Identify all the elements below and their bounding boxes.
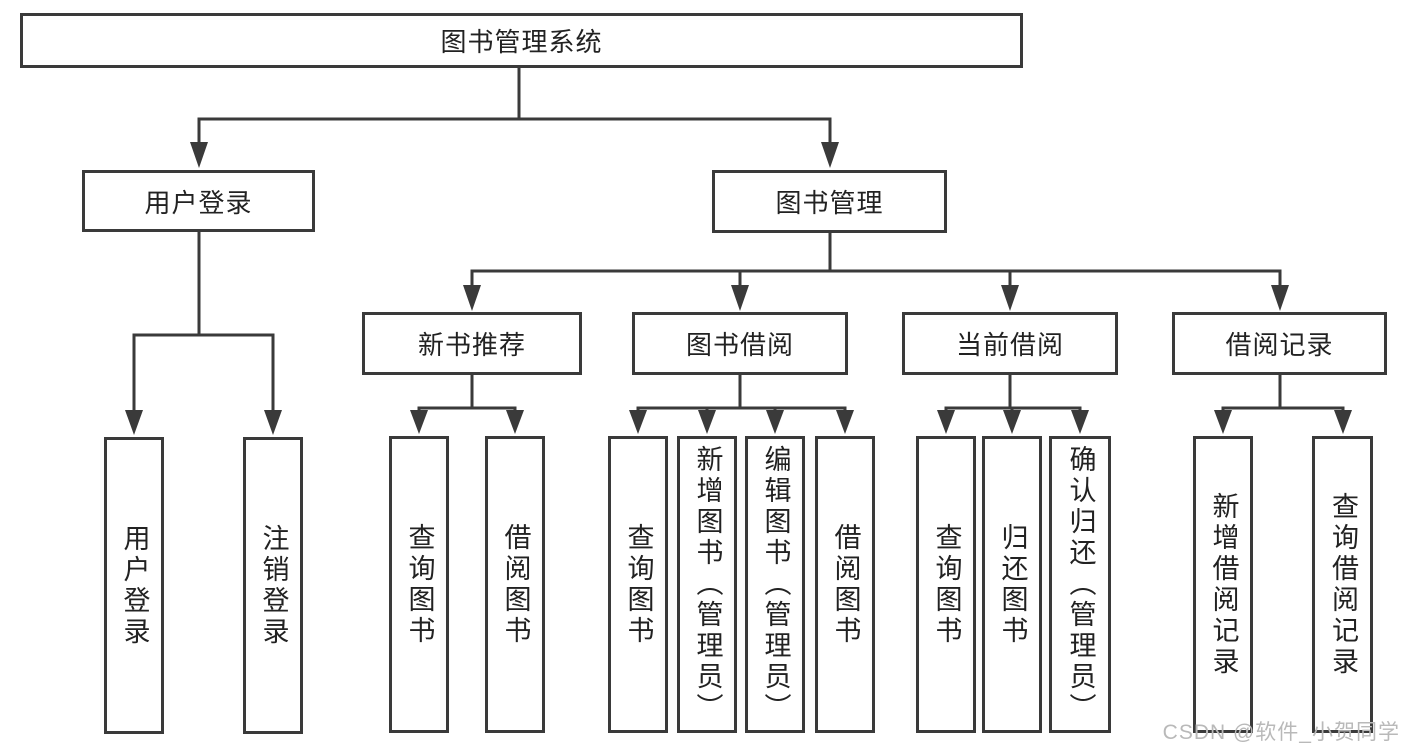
- leaf-add-books-admin-label: 新增图书（管理员）: [692, 445, 723, 724]
- leaf-query-books-current: 查询图书: [916, 436, 976, 733]
- node-root-system: 图书管理系统: [20, 13, 1023, 68]
- leaf-query-books-borrow: 查询图书: [608, 436, 668, 733]
- leaf-query-books-recommend: 查询图书: [389, 436, 449, 733]
- leaf-return-books-label: 归还图书: [997, 522, 1028, 647]
- leaf-borrow-books-label: 借阅图书: [830, 522, 861, 647]
- leaf-logout-label: 注销登录: [258, 523, 289, 648]
- leaf-add-books-admin: 新增图书（管理员）: [677, 436, 737, 733]
- node-new-book-recommend: 新书推荐: [362, 312, 582, 375]
- leaf-return-books: 归还图书: [982, 436, 1042, 733]
- node-book-borrow: 图书借阅: [632, 312, 848, 375]
- leaf-query-borrow-record: 查询借阅记录: [1312, 436, 1373, 733]
- leaf-user-login: 用户登录: [104, 437, 164, 734]
- leaf-add-borrow-record-label: 新增借阅记录: [1208, 491, 1239, 678]
- node-book-management-module: 图书管理: [712, 170, 947, 233]
- node-user-login-module: 用户登录: [82, 170, 315, 232]
- leaf-edit-books-admin-label: 编辑图书（管理员）: [760, 445, 791, 724]
- leaf-query-borrow-record-label: 查询借阅记录: [1328, 491, 1358, 678]
- leaf-add-borrow-record: 新增借阅记录: [1193, 436, 1253, 733]
- leaf-borrow-books: 借阅图书: [815, 436, 875, 733]
- node-borrow-record: 借阅记录: [1172, 312, 1387, 375]
- leaf-logout: 注销登录: [243, 437, 303, 734]
- leaf-edit-books-admin: 编辑图书（管理员）: [745, 436, 805, 733]
- leaf-borrow-books-recommend-label: 借阅图书: [500, 522, 531, 647]
- csdn-watermark: CSDN @软件_小贺同学: [1162, 721, 1400, 744]
- leaf-confirm-return-admin-label: 确认归还（管理员）: [1065, 445, 1096, 724]
- leaf-confirm-return-admin: 确认归还（管理员）: [1049, 436, 1111, 733]
- leaf-query-books-recommend-label: 查询图书: [404, 522, 435, 647]
- node-current-borrow: 当前借阅: [902, 312, 1118, 375]
- leaf-query-books-borrow-label: 查询图书: [623, 522, 654, 647]
- leaf-user-login-label: 用户登录: [119, 523, 150, 648]
- leaf-borrow-books-recommend: 借阅图书: [485, 436, 545, 733]
- leaf-query-books-current-label: 查询图书: [931, 522, 962, 647]
